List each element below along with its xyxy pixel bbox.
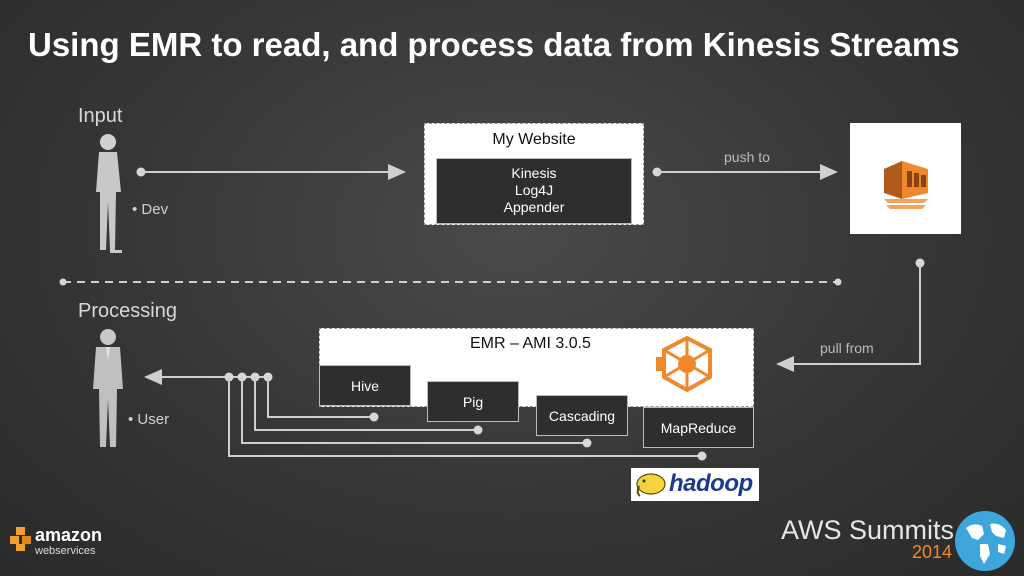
my-website-title: My Website bbox=[492, 131, 576, 148]
kinesis-icon bbox=[884, 161, 928, 209]
appender-line-3: Appender bbox=[503, 199, 565, 215]
emr-icon bbox=[656, 335, 712, 393]
dev-person-icon bbox=[96, 134, 122, 253]
slide-title: Using EMR to read, and process data from… bbox=[28, 26, 960, 63]
aws-summits-text: AWS Summits bbox=[781, 515, 955, 545]
user-person-icon bbox=[93, 329, 123, 447]
pull-from-label: pull from bbox=[820, 340, 874, 356]
push-to-label: push to bbox=[724, 149, 770, 165]
summits-year: 2014 bbox=[912, 542, 953, 562]
pig-box: Pig bbox=[427, 381, 519, 422]
hive-box: Hive bbox=[319, 365, 411, 406]
tools-to-user-arrows bbox=[144, 369, 707, 461]
dev-to-website-arrow bbox=[136, 164, 406, 180]
emr-title: EMR – AMI 3.0.5 bbox=[470, 335, 591, 352]
appender-line-1: Kinesis bbox=[511, 165, 557, 181]
push-to-arrow bbox=[652, 164, 838, 180]
kinesis-log4j-appender-box: Kinesis Log4J Appender bbox=[436, 158, 632, 224]
hadoop-elephant-icon bbox=[636, 473, 666, 497]
webservices-wordmark: webservices bbox=[35, 545, 96, 557]
input-section-label: Input bbox=[78, 105, 123, 127]
pull-from-arrow bbox=[776, 258, 925, 372]
section-separator bbox=[59, 278, 842, 286]
user-label: • User bbox=[128, 411, 170, 428]
processing-section-label: Processing bbox=[78, 300, 177, 322]
mapreduce-box: MapReduce bbox=[643, 407, 754, 448]
amazon-wordmark: amazon bbox=[35, 525, 103, 545]
aws-logo: amazon webservices bbox=[8, 522, 108, 562]
cascading-box: Cascading bbox=[536, 395, 628, 436]
appender-line-2: Log4J bbox=[514, 182, 554, 198]
kinesis-box bbox=[850, 123, 961, 234]
dev-label: • Dev bbox=[132, 201, 169, 218]
aws-cubes-icon bbox=[10, 527, 31, 551]
globe-icon bbox=[955, 511, 1015, 571]
hadoop-wordmark: hadoop bbox=[669, 470, 753, 497]
hadoop-logo: hadoop bbox=[631, 468, 759, 501]
